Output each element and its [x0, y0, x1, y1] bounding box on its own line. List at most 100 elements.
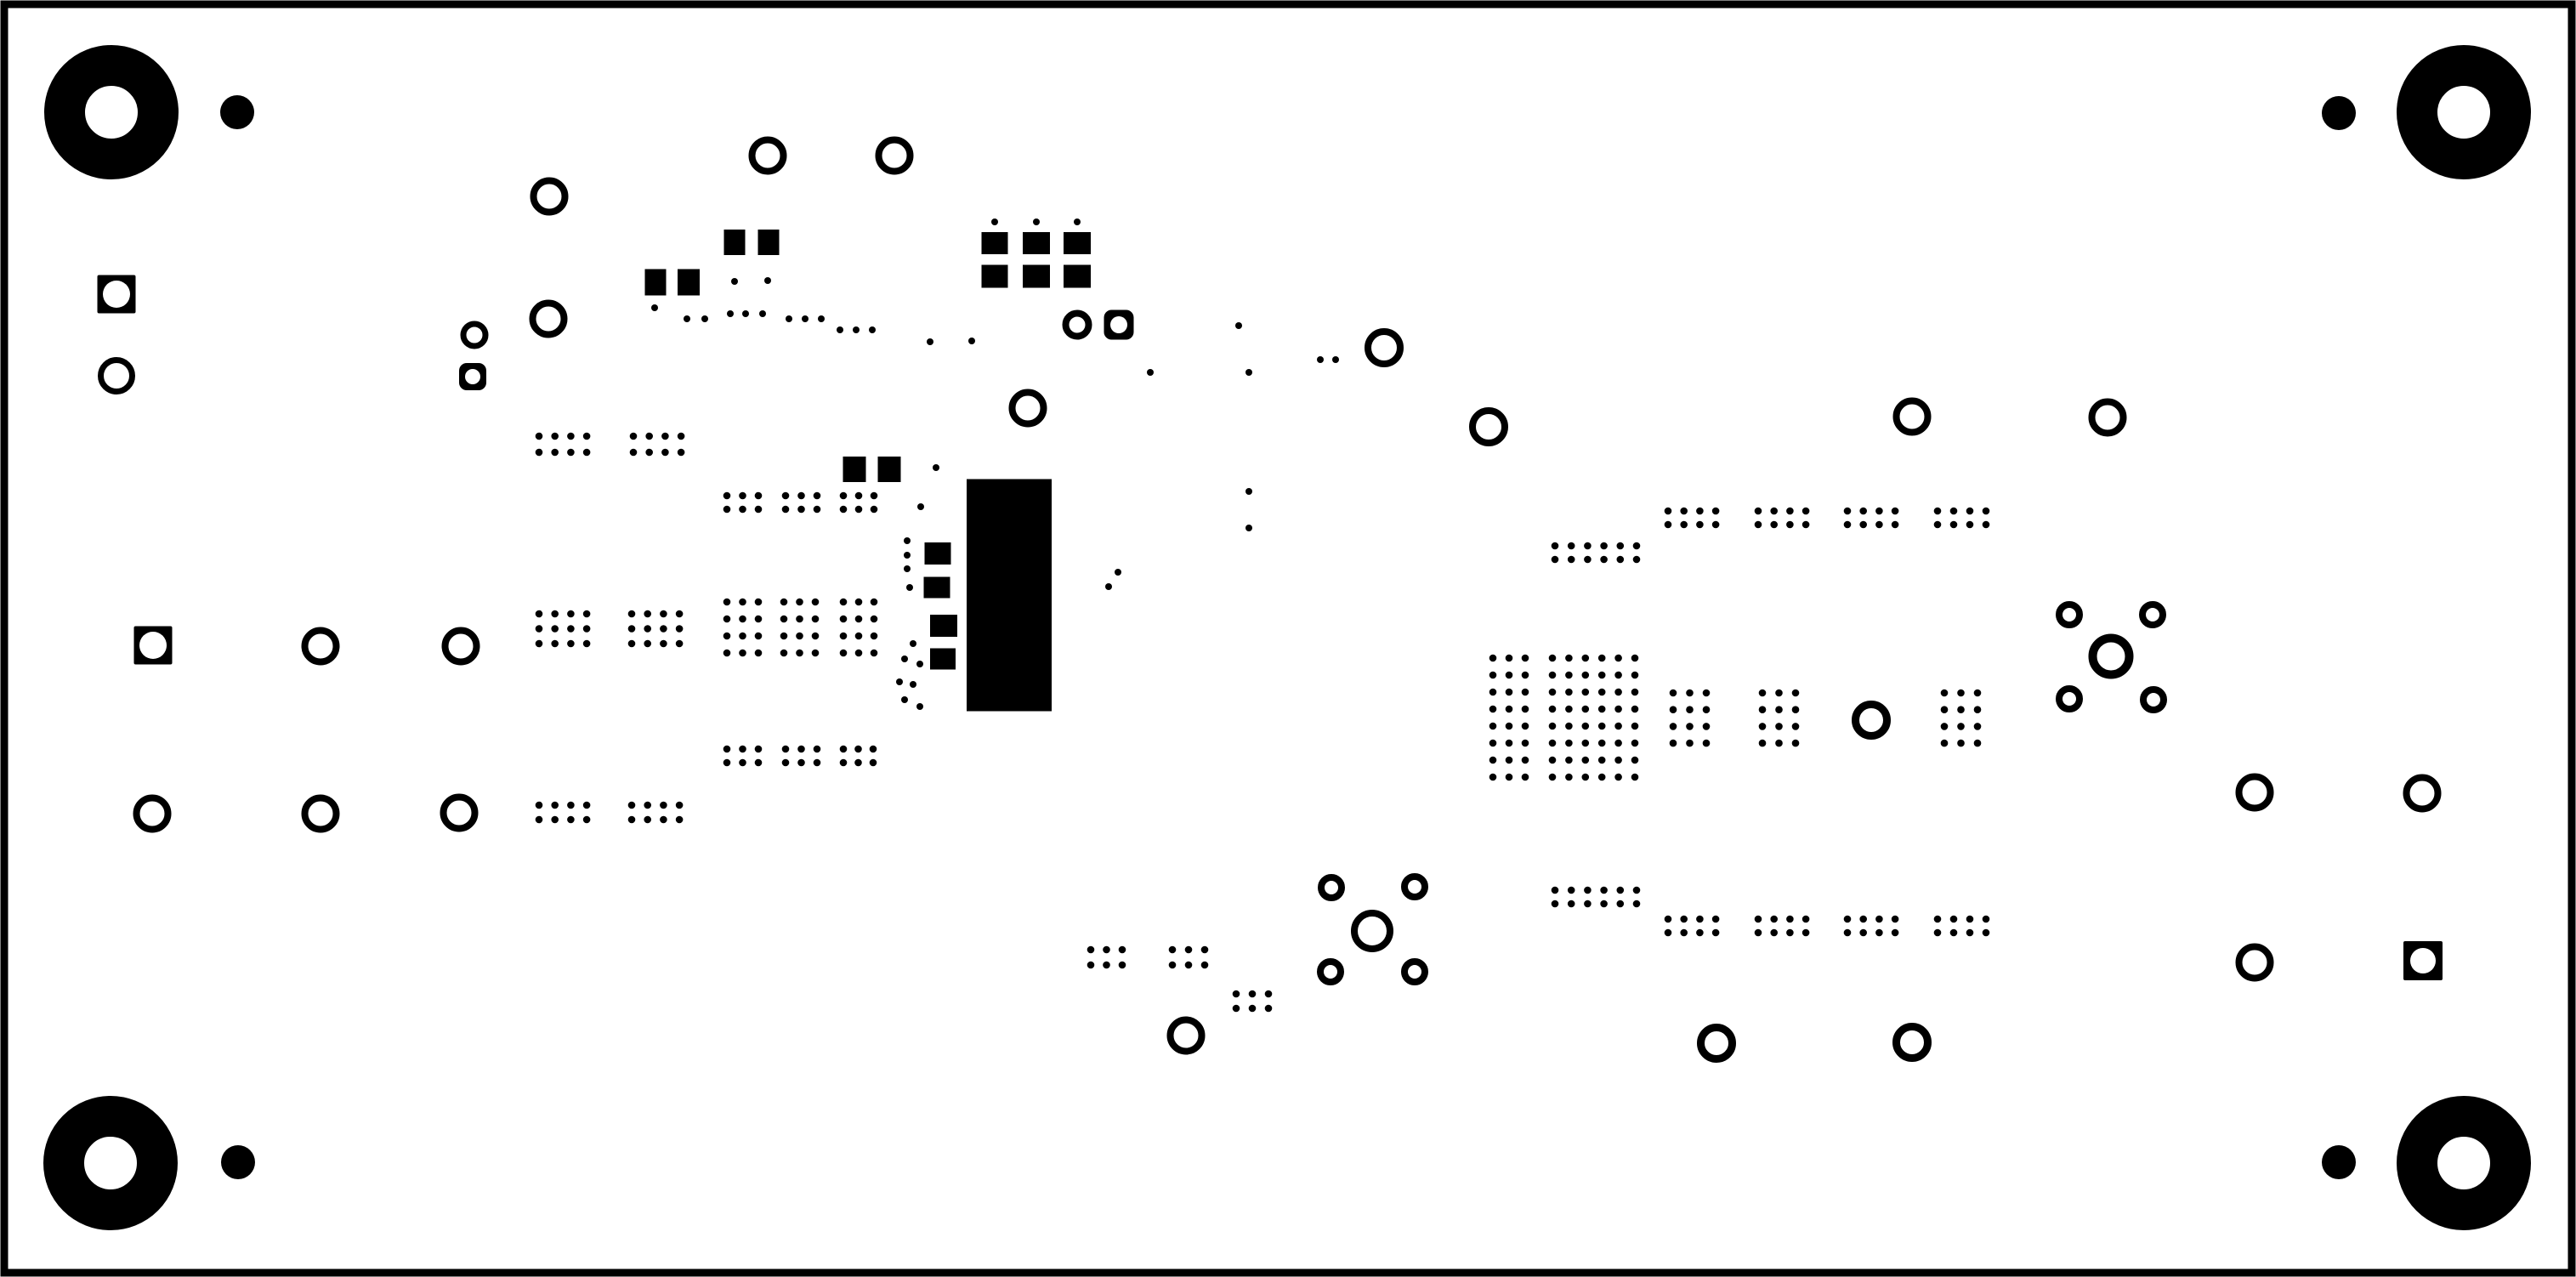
drill-dot: [901, 696, 908, 703]
array-dot: [1982, 507, 1990, 515]
array-dot: [551, 801, 559, 809]
array-dot: [854, 745, 862, 753]
array-dot: [629, 448, 638, 457]
array-dot: [1200, 961, 1209, 969]
array-dot: [1631, 688, 1639, 696]
array-dot: [797, 505, 805, 514]
array-dot: [739, 758, 746, 767]
array-dot: [1933, 928, 1942, 937]
array-dot: [1891, 928, 1899, 937]
array-dot: [811, 615, 820, 623]
array-dot: [1584, 542, 1592, 550]
array-dot: [535, 639, 543, 648]
array-dot: [1696, 915, 1704, 923]
array-dot: [1505, 671, 1513, 679]
array-dot: [582, 448, 591, 457]
drill-dot: [759, 310, 766, 317]
array-dot: [1711, 507, 1720, 515]
via-array: [839, 491, 878, 514]
array-dot: [660, 801, 667, 809]
cluster-satellite-ring: [1318, 874, 1345, 901]
smd-pad: [644, 269, 667, 296]
array-dot: [754, 505, 763, 514]
array-dot: [660, 815, 667, 824]
mounting-hole: [44, 45, 179, 179]
array-dot: [1200, 945, 1209, 954]
array-dot: [535, 610, 543, 618]
via-ring: [529, 299, 568, 338]
array-dot: [839, 745, 848, 753]
array-dot: [1801, 928, 1810, 937]
array-dot: [739, 615, 746, 623]
array-dot: [1505, 654, 1513, 662]
array-dot: [1521, 756, 1529, 764]
drill-dot: [917, 503, 924, 510]
array-dot: [582, 610, 591, 618]
array-dot: [1521, 671, 1529, 679]
array-dot: [723, 632, 731, 640]
smd-pad: [930, 615, 957, 637]
array-dot: [1567, 542, 1575, 550]
array-dot: [1859, 915, 1867, 923]
via-array: [723, 491, 763, 514]
array-dot: [797, 745, 805, 753]
fiducial-dot: [220, 95, 254, 129]
via-array: [1168, 945, 1209, 969]
smd-pad: [678, 269, 700, 296]
drill-dot: [731, 278, 738, 285]
array-dot: [1758, 723, 1767, 730]
via-ring: [440, 793, 479, 832]
array-dot: [1982, 928, 1990, 937]
via-cluster: [1317, 873, 1428, 985]
array-dot: [754, 745, 763, 753]
array-dot: [1597, 739, 1606, 747]
array-dot: [1843, 520, 1852, 529]
via-array: [839, 598, 878, 657]
array-dot: [567, 639, 575, 648]
array-dot: [1933, 915, 1942, 923]
array-dot: [627, 801, 636, 809]
via-array: [1664, 915, 1720, 937]
drill-dot: [1245, 488, 1252, 495]
via-ring: [1892, 397, 1932, 436]
via-ring: [1365, 328, 1404, 367]
via-array: [627, 610, 684, 648]
via-clusters-layer: [1317, 601, 2167, 985]
array-dot: [1600, 542, 1608, 550]
array-dot: [1775, 689, 1783, 697]
cluster-satellite-ring: [2139, 601, 2166, 628]
array-dot: [1616, 886, 1625, 894]
cluster-center-ring: [2088, 633, 2134, 679]
array-dot: [1631, 739, 1639, 747]
array-dot: [582, 432, 591, 440]
array-dot: [754, 758, 763, 767]
array-dot: [723, 598, 731, 606]
array-dot: [1791, 689, 1800, 697]
array-dot: [1758, 689, 1767, 697]
smd-pad: [981, 232, 1008, 254]
array-dot: [582, 801, 591, 809]
array-dot: [754, 649, 763, 657]
array-dot: [870, 491, 878, 500]
array-dot: [1669, 706, 1677, 713]
via-array: [1754, 507, 1810, 529]
array-dot: [1754, 928, 1762, 937]
array-dot: [1966, 915, 1974, 923]
array-dot: [1614, 756, 1622, 764]
array-dot: [567, 625, 575, 633]
array-dot: [797, 758, 805, 767]
array-dot: [660, 639, 667, 648]
array-dot: [1786, 915, 1794, 923]
array-dot: [1551, 542, 1559, 550]
array-dot: [1843, 507, 1852, 515]
array-dot: [739, 505, 746, 514]
smd-pad: [923, 576, 950, 599]
array-dot: [551, 610, 559, 618]
via-rings-layer: [98, 136, 2442, 1063]
array-dot: [839, 758, 848, 767]
via-ring: [98, 357, 135, 394]
array-dot: [1966, 507, 1974, 515]
array-dot: [677, 448, 685, 457]
drill-dot: [927, 338, 933, 345]
array-dot: [1521, 739, 1529, 747]
